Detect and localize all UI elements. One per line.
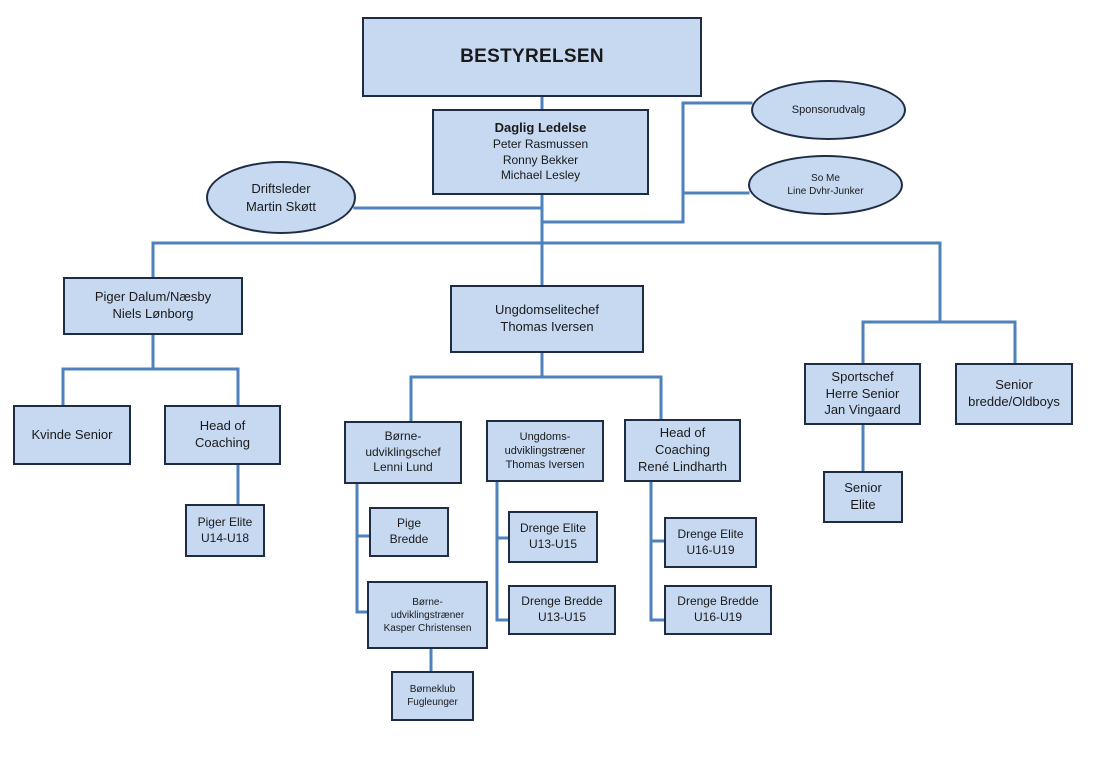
board-title: BESTYRELSEN (460, 45, 604, 67)
daily-member: Ronny Bekker (502, 152, 579, 167)
pige-bredde-line: Pige (396, 516, 422, 531)
borne-chef-line: Børne- (384, 429, 422, 444)
borne-traener-line: Børne- (412, 596, 443, 608)
drenge-elite-u13-age: U13-U15 (528, 537, 578, 551)
sportschef-box: Sportschef Herre Senior Jan Vingaard (804, 363, 921, 425)
drenge-bredde-u16-age: U16-U19 (693, 610, 743, 624)
driftsleder-role: Driftsleder (251, 180, 311, 196)
some-label: So Me (811, 172, 840, 184)
girls-coaching-line: Head of (199, 418, 246, 434)
pige-bredde-box: Pige Bredde (369, 507, 449, 557)
kvinde-senior-label: Kvinde Senior (31, 426, 113, 442)
drenge-elite-u13-line: Drenge Elite (519, 521, 587, 536)
youth-coaching-line: Head of (659, 425, 706, 441)
senior-bredde-box: Senior bredde/Oldboys (955, 363, 1073, 425)
youth-coaching-line: Coaching (655, 442, 710, 458)
ungdom-chef-box: Ungdoms- udviklingstræner Thomas Iversen (486, 420, 604, 482)
some-oval: So Me Line Dvhr-Junker (748, 155, 903, 215)
connector-youth (409, 351, 663, 423)
daily-member: Peter Rasmussen (492, 137, 589, 152)
girls-elite-age: U14-U18 (200, 530, 250, 545)
youth-coaching-box: Head of Coaching René Lindharth (624, 419, 741, 482)
senior-elite-line: Senior (844, 480, 882, 496)
drenge-bredde-u13-box: Drenge Bredde U13-U15 (508, 585, 616, 635)
senior-bredde-line: bredde/Oldboys (968, 394, 1060, 409)
sponsor-label: Sponsorudvalg (791, 103, 866, 116)
drenge-elite-u16-box: Drenge Elite U16-U19 (664, 517, 757, 568)
sportschef-line: Sportschef (831, 368, 894, 384)
girls-coaching-line: Coaching (195, 435, 250, 450)
connector-staff (540, 101, 753, 224)
ungdom-chef-line: udviklingstræner (504, 444, 586, 457)
senior-elite-line: Elite (850, 497, 876, 512)
drenge-elite-u16-line: Drenge Elite (677, 526, 744, 541)
some-name: Line Dvhr-Junker (787, 186, 864, 197)
drenge-bredde-u16-box: Drenge Bredde U16-U19 (664, 585, 772, 635)
driftsleder-oval: Driftsleder Martin Skøtt (206, 161, 356, 234)
connector-main-bus (151, 241, 942, 324)
senior-bredde-line: Senior (995, 377, 1033, 393)
girls-elite-box: Piger Elite U14-U18 (185, 504, 265, 557)
daily-member: Michael Lesley (500, 168, 581, 183)
youth-head-box: Ungdomselitechef Thomas Iversen (450, 285, 644, 353)
sportschef-name: Jan Vingaard (824, 402, 901, 418)
borne-chef-line: udviklingschef (365, 444, 441, 459)
borne-traener-name: Kasper Christensen (383, 622, 472, 634)
drenge-elite-u13-box: Drenge Elite U13-U15 (508, 511, 598, 563)
borneklub-box: Børneklub Fugleunger (391, 671, 474, 721)
borne-traener-box: Børne- udviklingstræner Kasper Christens… (367, 581, 488, 649)
pige-bredde-line: Bredde (389, 532, 429, 546)
kvinde-senior-box: Kvinde Senior (13, 405, 131, 465)
borne-chef-name: Lenni Lund (373, 460, 433, 475)
borne-chef-box: Børne- udviklingschef Lenni Lund (344, 421, 462, 484)
youth-coaching-name: René Lindharth (638, 458, 727, 474)
connector-ungdom (495, 480, 510, 622)
drenge-elite-u16-age: U16-U19 (686, 542, 735, 557)
ungdom-chef-name: Thomas Iversen (505, 459, 585, 472)
senior-elite-box: Senior Elite (823, 471, 903, 523)
connector-borne (355, 482, 433, 673)
drenge-bredde-u16-line: Drenge Bredde (677, 594, 759, 609)
borne-traener-line: udviklingstræner (390, 609, 465, 621)
sponsor-oval: Sponsorudvalg (751, 80, 906, 140)
girls-elite-line: Piger Elite (197, 514, 253, 529)
connector-coaching (649, 480, 666, 622)
driftsleder-name: Martin Skøtt (245, 198, 317, 214)
board-box: BESTYRELSEN (362, 17, 702, 97)
youth-head-title: Ungdomselitechef (494, 302, 600, 318)
girls-head-name: Niels Lønborg (112, 306, 194, 321)
drenge-bredde-u13-line: Drenge Bredde (521, 594, 603, 609)
daily-management-box: Daglig Ledelse Peter Rasmussen Ronny Bek… (432, 109, 649, 195)
connector-girls (61, 333, 240, 506)
ungdom-chef-line: Ungdoms- (519, 430, 571, 443)
youth-head-name: Thomas Iversen (500, 319, 594, 334)
daily-title: Daglig Ledelse (494, 120, 587, 136)
sportschef-line: Herre Senior (825, 385, 900, 401)
girls-head-line: Piger Dalum/Næsby (94, 289, 212, 305)
girls-head-box: Piger Dalum/Næsby Niels Lønborg (63, 277, 243, 335)
connector-senior (861, 320, 1017, 473)
girls-coaching-box: Head of Coaching (164, 405, 281, 465)
borneklub-line: Børneklub (409, 684, 456, 695)
borneklub-line: Fugleunger (407, 697, 458, 708)
drenge-bredde-u13-age: U13-U15 (537, 610, 587, 624)
